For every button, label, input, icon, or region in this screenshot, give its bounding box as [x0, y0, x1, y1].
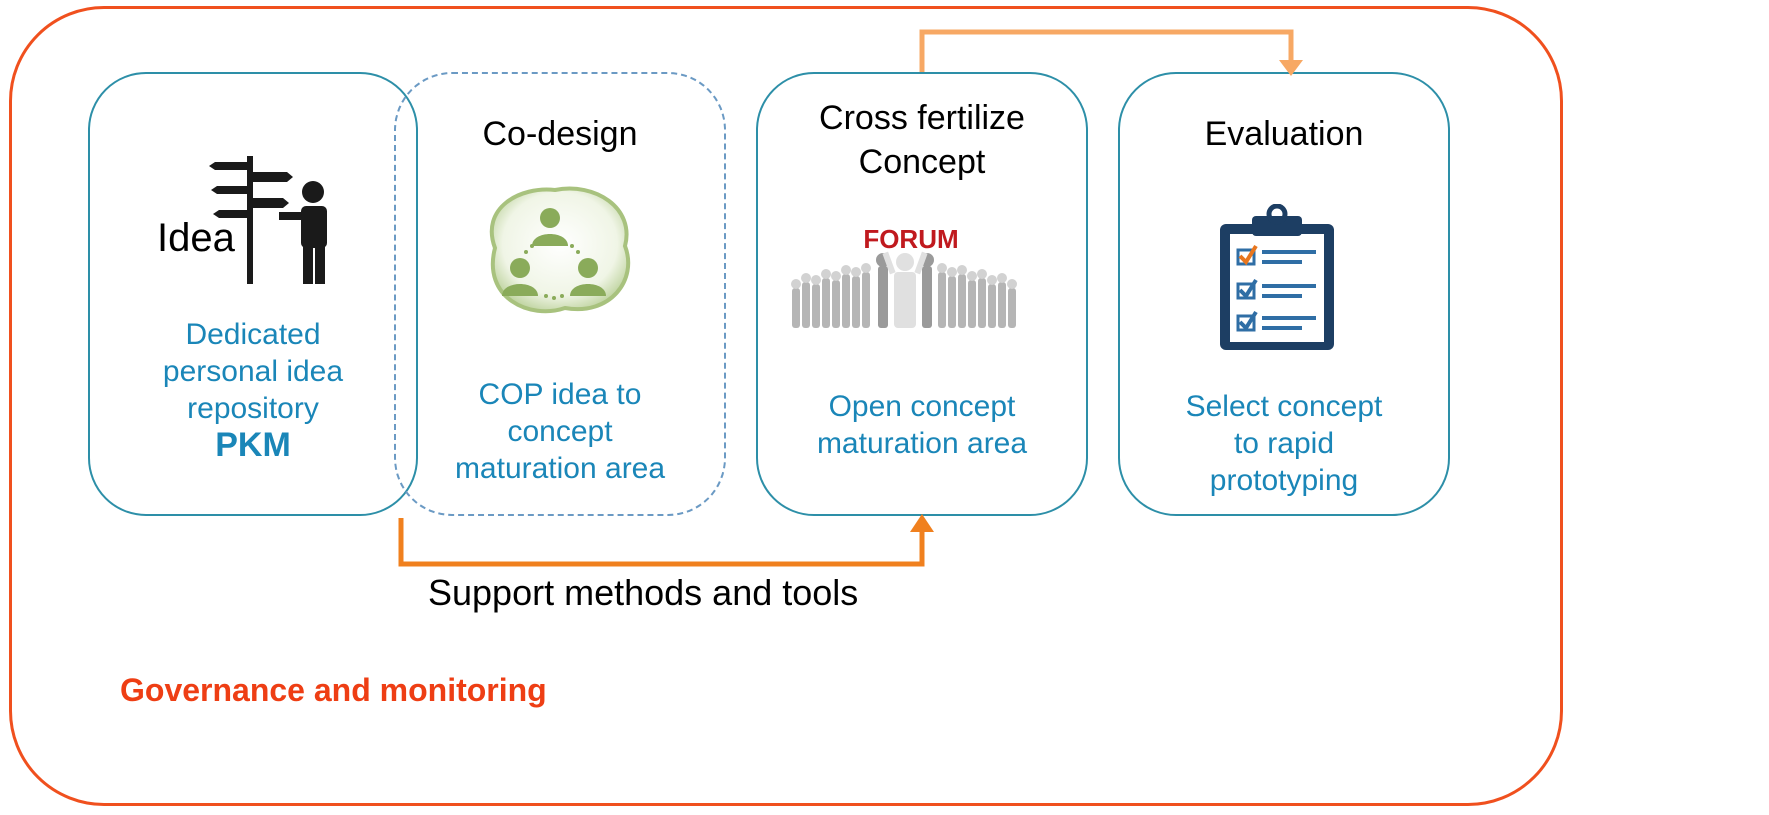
- top-arrow: [919, 29, 1294, 72]
- signpost-person-icon: [209, 156, 327, 284]
- forum-icon-label: FORUM: [863, 224, 958, 254]
- card-evaluation-desc: Select concept to rapid prototyping: [1185, 390, 1383, 497]
- pkm-label: PKM: [215, 426, 291, 464]
- card-cross-fertilize-title: Cross fertilize Concept: [819, 99, 1025, 181]
- support-methods-label: Support methods and tools: [428, 572, 859, 613]
- card-idea: [88, 72, 418, 516]
- card-cross-fertilize-desc: Open concept maturation area: [816, 390, 1028, 460]
- card-evaluation: [1118, 72, 1450, 516]
- support-arrow: [398, 518, 925, 567]
- card-co-design-title: Co-design: [482, 115, 638, 153]
- governance-frame: [9, 6, 1563, 806]
- community-network-icon: [489, 186, 631, 314]
- card-co-design: [394, 72, 726, 516]
- support-arrow-head: [910, 514, 934, 532]
- card-co-design-desc: COP idea to concept maturation area: [454, 378, 666, 485]
- governance-label: Governance and monitoring: [120, 672, 547, 708]
- card-idea-desc: Dedicated personal idea repository PKM: [162, 318, 344, 464]
- card-evaluation-title: Evaluation: [1204, 115, 1364, 153]
- clipboard-checklist-icon: [1220, 204, 1334, 350]
- forum-crowd-icon: FORUM: [791, 224, 1017, 328]
- idea-icon-label: Idea: [157, 216, 235, 260]
- top-arrow-head: [1279, 60, 1303, 76]
